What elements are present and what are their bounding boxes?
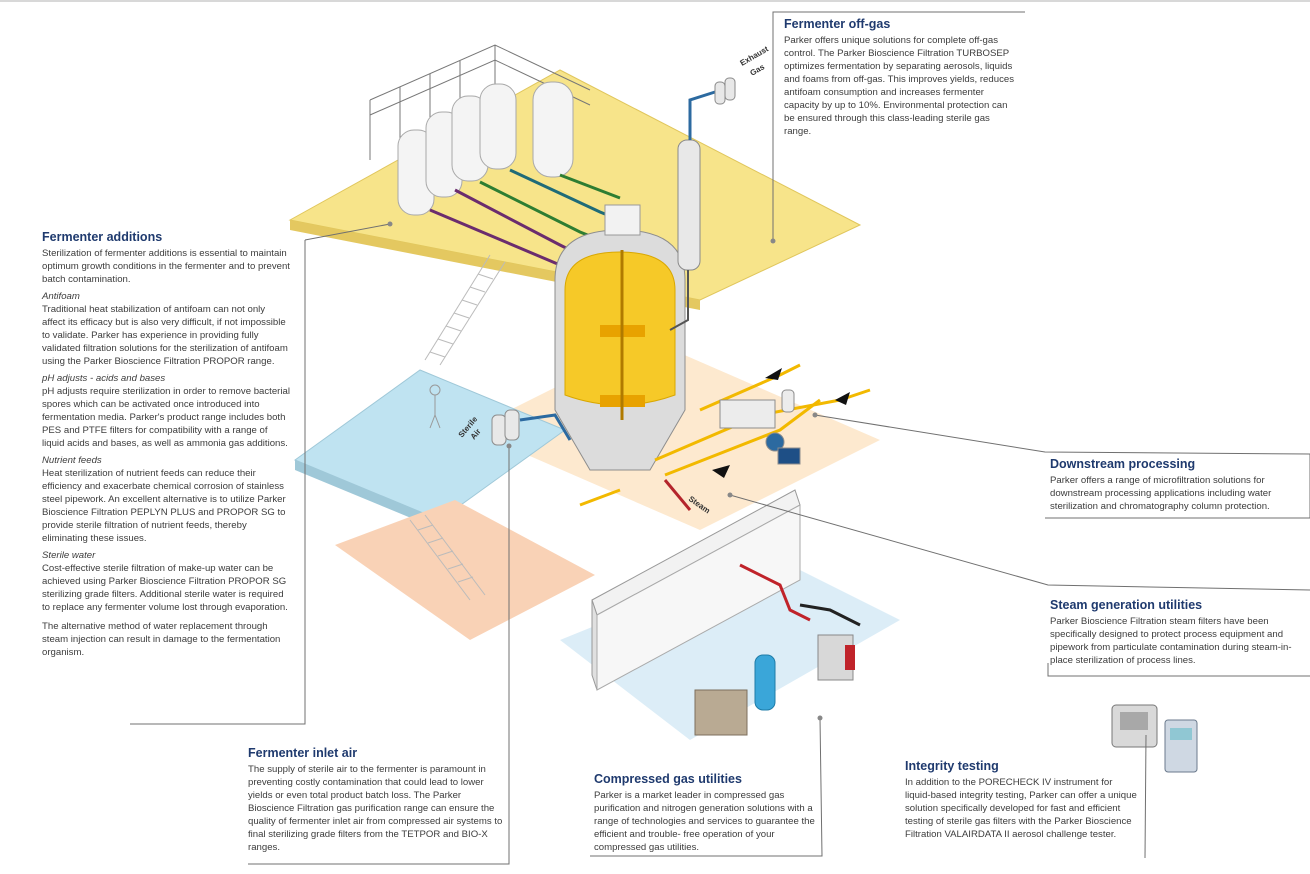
- inlet-air-title: Fermenter inlet air: [248, 746, 358, 760]
- integrity-title: Integrity testing: [905, 759, 999, 773]
- steam-callout: Steam generation utilities Parker Biosci…: [1050, 598, 1305, 667]
- ph-title: pH adjusts - acids and bases: [42, 373, 166, 384]
- leader-dots: [387, 221, 823, 721]
- nutrient-text: Heat sterilization of nutrient feeds can…: [42, 468, 286, 544]
- additions-intro: Sterilization of fermenter additions is …: [42, 248, 290, 285]
- exhaust-gas-label: Gas: [749, 62, 767, 78]
- steam-wall-face: [591, 599, 598, 691]
- downstream-pipes: [579, 363, 871, 511]
- sterile-air-filters: [491, 409, 572, 446]
- nutrient-title: Nutrient feeds: [42, 455, 102, 466]
- inlet-air-callout: Fermenter inlet air The supply of steril…: [248, 746, 503, 854]
- flow-arrows: [712, 368, 850, 478]
- water-text-2: The alternative method of water replacem…: [42, 621, 281, 658]
- top-rule: [0, 0, 1310, 2]
- integrity-text: In addition to the PORECHECK IV instrume…: [905, 777, 1137, 840]
- fermenter-vessel: [554, 204, 686, 471]
- staircase-upper: [424, 254, 506, 366]
- blue-mezzanine-edge: [295, 460, 440, 530]
- antifoam-title: Antifoam: [42, 291, 80, 302]
- steam-wall-front: [596, 504, 801, 691]
- water-text: Cost-effective sterile filtration of mak…: [42, 563, 288, 613]
- compressed-gas-floor: [560, 555, 900, 740]
- water-title: Sterile water: [42, 550, 96, 561]
- off-gas-title: Fermenter off-gas: [784, 17, 891, 31]
- storage-tanks: [397, 81, 574, 216]
- exhaust-label: Exhaust: [739, 44, 771, 68]
- compressed-gas-equipment: [694, 563, 861, 736]
- staircase-lower: [409, 514, 486, 601]
- steam-title: Steam generation utilities: [1050, 598, 1203, 612]
- worker-figure: [429, 384, 441, 429]
- steam-text: Parker Bioscience Filtration steam filte…: [1050, 616, 1292, 666]
- inlet-air-text: The supply of sterile air to the ferment…: [248, 764, 503, 853]
- compressed-gas-text: Parker is a market leader in compressed …: [594, 790, 815, 853]
- compressed-gas-callout: Compressed gas utilities Parker is a mar…: [594, 772, 819, 854]
- ph-text: pH adjusts require sterilization in orde…: [42, 386, 290, 449]
- additions-callout: Fermenter additions Sterilization of fer…: [42, 230, 290, 659]
- downstream-text: Parker offers a range of microfiltration…: [1050, 475, 1272, 512]
- compressed-gas-title: Compressed gas utilities: [594, 772, 742, 786]
- downstream-callout: Downstream processing Parker offers a ra…: [1050, 457, 1305, 513]
- blue-mezzanine-floor: [293, 369, 567, 521]
- additions-title: Fermenter additions: [42, 230, 163, 244]
- off-gas-text: Parker offers unique solutions for compl…: [784, 35, 1014, 137]
- turbosep-column: [669, 77, 736, 331]
- downstream-title: Downstream processing: [1050, 457, 1196, 471]
- off-gas-callout: Fermenter off-gas Parker offers unique s…: [784, 17, 1016, 138]
- antifoam-text: Traditional heat stabilization of antifo…: [42, 304, 288, 367]
- integrity-callout: Integrity testing In addition to the POR…: [905, 759, 1137, 841]
- peach-floor: [335, 500, 595, 640]
- downstream-equipment: [719, 389, 801, 465]
